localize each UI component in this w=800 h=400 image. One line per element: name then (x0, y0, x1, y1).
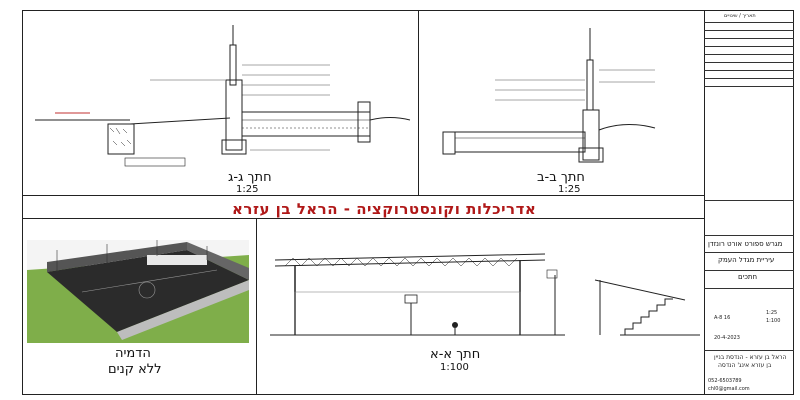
titleblock-date: 20-4-2023 (714, 335, 740, 341)
section-bet-drawing (442, 28, 656, 163)
titleblock-sheet-title: חתכים (738, 273, 758, 281)
titleblock-email: chl0@gmail.com (708, 386, 750, 392)
title-block: תאריך / שינויים מגרש ספורט אורט רונזדן ע… (704, 10, 794, 395)
section-gimel-title: חתך ג-ג (228, 170, 272, 185)
section-gimel-drawing (35, 25, 411, 167)
render-divider (256, 218, 257, 395)
titleblock-project: מגרש ספורט אורט רונזדן (708, 240, 783, 248)
titleblock-architect-sub: בן עזרא אינג' הנדסה (718, 362, 772, 369)
titleblock-architect: הראל בן עזרא - הנדסת בניין (714, 354, 787, 361)
rendering-subtitle: ללא קנים (108, 362, 162, 377)
rendering-image (27, 240, 249, 343)
titleblock-client: עיריית מגדל העמק (718, 256, 775, 264)
sheet-frame (22, 10, 794, 395)
titleblock-sheet-number: 16 A-8 (714, 315, 731, 321)
section-gimel-scale: 1:25 (236, 184, 259, 195)
titleblock-scale-b: 1:100 (766, 318, 781, 324)
office-banner: אדריכלות וקונסטרוקציה - הראל בן עזרא (232, 200, 537, 218)
titleblock-divider (704, 10, 705, 395)
section-alef-title: חתך א-א (430, 347, 481, 362)
titleblock-header: תאריך / שינויים (724, 13, 756, 19)
titleblock-phone: 052-6503789 (708, 378, 742, 384)
section-divider (418, 10, 419, 195)
lower-divider (22, 218, 704, 219)
section-bet-title: חתך ב-ב (537, 170, 585, 185)
rendering-title: הדמיה (115, 346, 151, 361)
section-bet-scale: 1:25 (558, 184, 581, 195)
titleblock-scale-a: 1:25 (766, 310, 778, 316)
section-alef-drawing (270, 253, 700, 336)
upper-divider (22, 195, 704, 196)
section-alef-scale: 1:100 (440, 362, 469, 373)
